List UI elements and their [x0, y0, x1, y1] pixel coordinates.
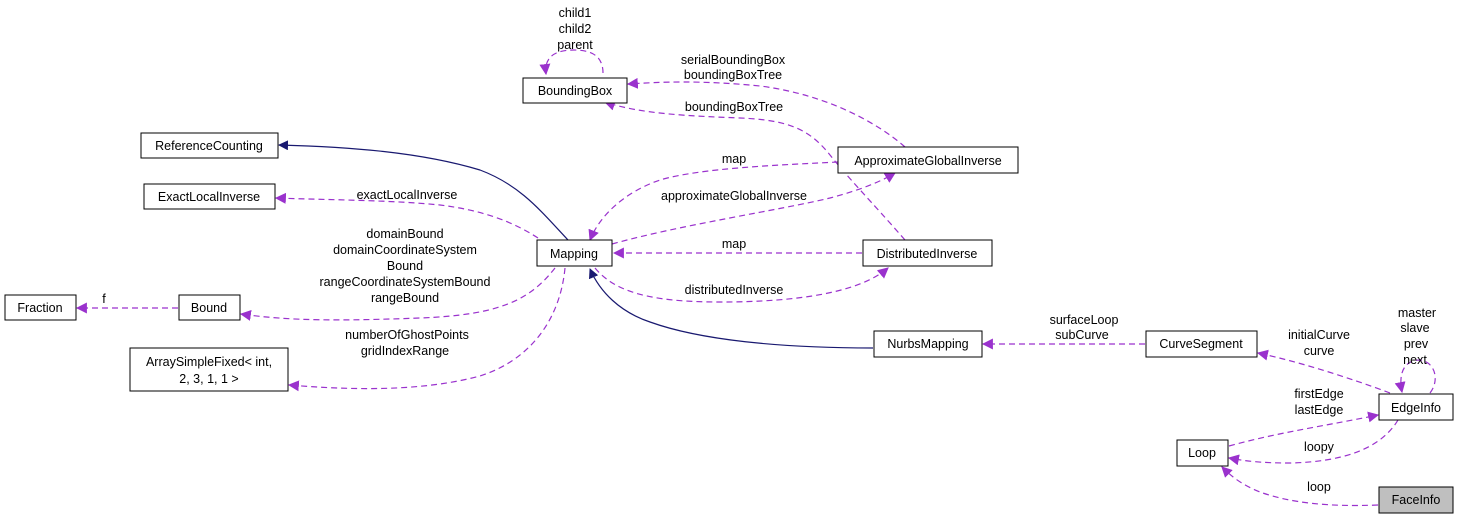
edge-di-boundingbox — [603, 100, 906, 241]
label-approximateglobalinverse: approximateGlobalInverse — [661, 189, 807, 203]
label-initialcurve: initialCurve — [1288, 328, 1350, 342]
edge-faceinfo-loop — [1221, 466, 1379, 507]
node-arraysimplefixed-label-2: 2, 3, 1, 1 > — [179, 372, 238, 386]
label-lastedge: lastEdge — [1295, 403, 1344, 417]
node-faceinfo-label: FaceInfo — [1392, 493, 1441, 507]
label-rangecoordinatesystembound: rangeCoordinateSystemBound — [320, 275, 491, 289]
node-arraysimplefixed[interactable]: ArraySimpleFixed< int, 2, 3, 1, 1 > — [129, 347, 289, 392]
label-master: master — [1398, 306, 1436, 320]
node-exactlocalinverse[interactable]: ExactLocalInverse — [143, 183, 276, 210]
label-exactlocalinverse: exactLocalInverse — [357, 188, 458, 202]
node-arraysimplefixed-label-1: ArraySimpleFixed< int, — [146, 355, 272, 369]
label-surfaceloop: surfaceLoop — [1050, 313, 1119, 327]
label-di-map: map — [722, 237, 746, 251]
edge-loop-edgeinfo — [1228, 411, 1380, 447]
label-boundingboxtree-2: boundingBoxTree — [685, 100, 783, 114]
label-prev: prev — [1404, 337, 1429, 351]
node-approximateglobalinverse-label: ApproximateGlobalInverse — [854, 154, 1001, 168]
label-curve: curve — [1304, 344, 1335, 358]
node-fraction[interactable]: Fraction — [4, 294, 77, 321]
node-bound-label: Bound — [191, 301, 227, 315]
edge-mapping-bound — [239, 267, 556, 321]
edge-mapping-agi — [611, 172, 896, 245]
label-rangebound: rangeBound — [371, 291, 439, 305]
node-distributedinverse-label: DistributedInverse — [877, 247, 978, 261]
edge-boundingbox-self — [539, 49, 604, 76]
edge-edgeinfo-self — [1394, 359, 1436, 394]
label-parent: parent — [557, 38, 593, 52]
label-child1: child1 — [559, 6, 592, 20]
node-loop[interactable]: Loop — [1176, 439, 1229, 467]
label-distributedinverse: distributedInverse — [685, 283, 784, 297]
node-boundingbox-label: BoundingBox — [538, 84, 613, 98]
node-mapping[interactable]: Mapping — [536, 239, 613, 267]
edge-edgeinfo-loop — [1227, 419, 1399, 466]
edge-edgeinfo-curvesegment — [1256, 349, 1391, 394]
node-approximateglobalinverse[interactable]: ApproximateGlobalInverse — [837, 146, 1019, 174]
label-next: next — [1403, 353, 1427, 367]
label-subcurve: subCurve — [1055, 328, 1109, 342]
node-referencecounting[interactable]: ReferenceCounting — [140, 132, 279, 159]
label-loopy: loopy — [1304, 440, 1335, 454]
edge-agi-boundingbox — [626, 77, 906, 148]
node-edgeinfo[interactable]: EdgeInfo — [1378, 393, 1454, 421]
label-bound: Bound — [387, 259, 423, 273]
node-loop-label: Loop — [1188, 446, 1216, 460]
label-firstedge: firstEdge — [1294, 387, 1343, 401]
node-nurbsmapping-label: NurbsMapping — [887, 337, 968, 351]
edge-mapping-di — [594, 267, 889, 303]
edge-mapping-arraysimplefixed — [287, 267, 566, 392]
node-curvesegment-label: CurveSegment — [1159, 337, 1243, 351]
node-fraction-label: Fraction — [17, 301, 62, 315]
label-f: f — [102, 292, 106, 306]
edge-mapping-referencecounting — [278, 140, 569, 241]
edge-mapping-exactlocalinverse — [274, 192, 539, 239]
node-nurbsmapping[interactable]: NurbsMapping — [873, 330, 983, 358]
label-loop: loop — [1307, 480, 1331, 494]
label-boundingboxtree-1: boundingBoxTree — [684, 68, 782, 82]
edge-nurbs-mapping — [589, 268, 874, 349]
node-faceinfo[interactable]: FaceInfo — [1378, 486, 1454, 514]
node-boundingbox[interactable]: BoundingBox — [522, 77, 628, 104]
label-numberofghostpoints: numberOfGhostPoints — [345, 328, 469, 342]
node-bound[interactable]: Bound — [178, 294, 241, 321]
label-slave: slave — [1400, 321, 1429, 335]
node-edgeinfo-label: EdgeInfo — [1391, 401, 1441, 415]
label-child2: child2 — [559, 22, 592, 36]
node-referencecounting-label: ReferenceCounting — [155, 139, 263, 153]
label-domaincoordinatesystem: domainCoordinateSystem — [333, 243, 477, 257]
label-domainbound: domainBound — [366, 227, 443, 241]
label-serialboundingbox: serialBoundingBox — [681, 53, 786, 67]
node-distributedinverse[interactable]: DistributedInverse — [862, 239, 993, 267]
node-mapping-label: Mapping — [550, 247, 598, 261]
label-gridindexrange: gridIndexRange — [361, 344, 449, 358]
edge-agi-mapping — [588, 161, 839, 242]
node-curvesegment[interactable]: CurveSegment — [1145, 330, 1258, 358]
node-exactlocalinverse-label: ExactLocalInverse — [158, 190, 260, 204]
label-agi-map: map — [722, 152, 746, 166]
